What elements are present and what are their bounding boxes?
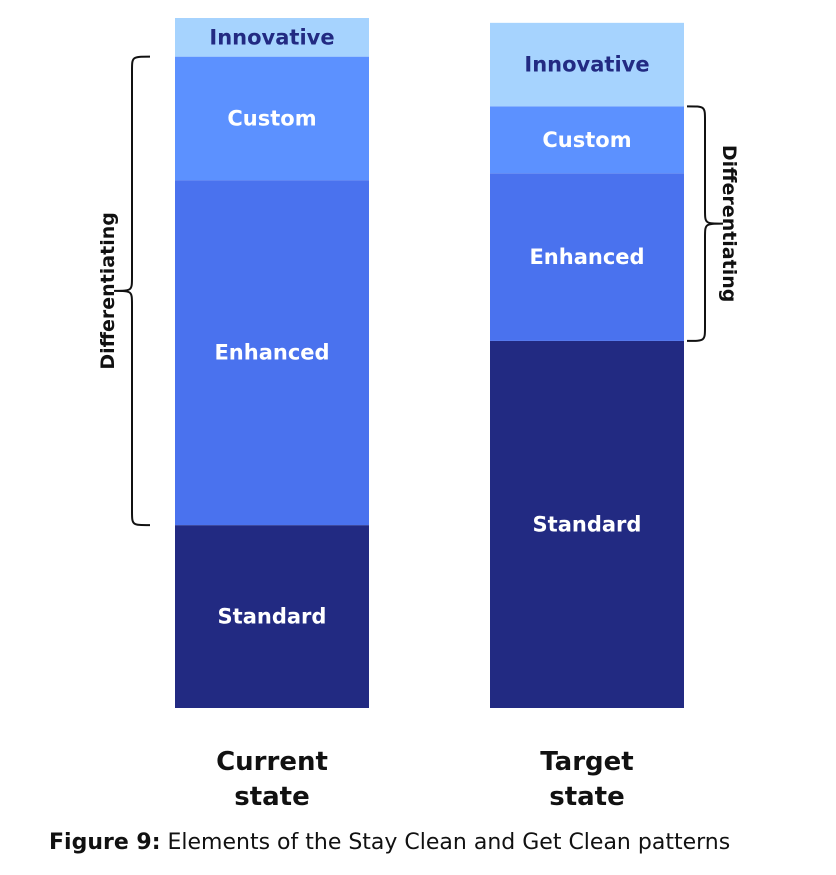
segment-label-enhanced: Enhanced xyxy=(529,245,644,269)
differentiating-brace xyxy=(686,105,724,342)
differentiating-label: Differentiating xyxy=(97,212,119,369)
bar-segment-standard xyxy=(175,525,369,708)
figure-number: Figure 9: xyxy=(49,830,161,855)
segment-label-innovative: Innovative xyxy=(524,53,649,77)
category-label: state xyxy=(234,782,310,812)
segment-label-innovative: Innovative xyxy=(209,25,334,49)
bar-segment-custom xyxy=(175,56,369,181)
bar-segment-custom xyxy=(490,106,684,174)
bar-segment-standard xyxy=(490,340,684,708)
segment-label-custom: Custom xyxy=(227,106,316,130)
category-label: Current xyxy=(216,747,328,777)
figure-caption-text: Elements of the Stay Clean and Get Clean… xyxy=(160,830,731,855)
category-label: Target xyxy=(540,747,633,777)
segment-label-enhanced: Enhanced xyxy=(214,341,329,365)
segment-label-standard: Standard xyxy=(218,605,327,629)
bar-segment-innovative xyxy=(175,18,369,57)
segment-label-custom: Custom xyxy=(542,128,631,152)
bar-segment-enhanced xyxy=(490,173,684,341)
bar-segment-innovative xyxy=(490,22,684,107)
category-label: state xyxy=(549,782,625,812)
figure-caption: Figure 9: Elements of the Stay Clean and… xyxy=(49,830,730,855)
differentiating-label: Differentiating xyxy=(718,145,740,302)
differentiating-brace xyxy=(113,55,151,527)
segment-label-standard: Standard xyxy=(533,512,642,536)
bar-segment-enhanced xyxy=(175,180,369,526)
